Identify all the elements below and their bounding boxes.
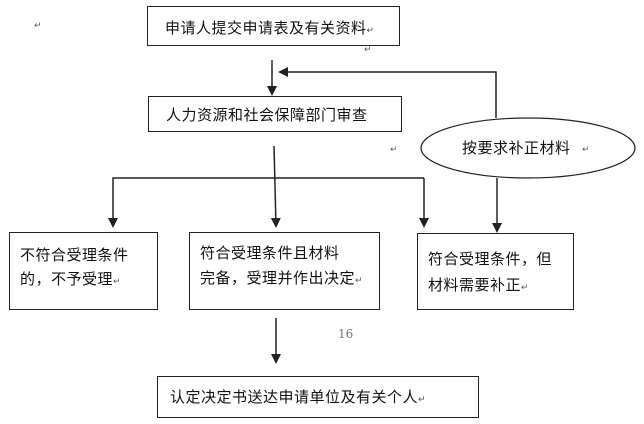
deliver-decision-label: 认定决定书送达申请单位及有关个人 [170, 388, 419, 406]
reject-label-line2: 的，不予受理 [20, 270, 114, 288]
review-node: 人力资源和社会保障部门审查 [148, 96, 402, 132]
review-label: 人力资源和社会保障部门审查 [166, 106, 368, 124]
paragraph-mark: ↵ [582, 145, 590, 155]
reject-node: 不符合受理条件 的，不予受理↵ [9, 232, 158, 310]
arrow-review-to-accept [270, 145, 281, 228]
paragraph-mark: ↵ [521, 283, 530, 293]
reject-label-line1: 不符合受理条件 [20, 246, 129, 264]
correction-label-line2: 材料需要补正 [428, 276, 522, 294]
accept-label-line2: 完备，受理并作出决定 [200, 269, 356, 287]
page-number: 16 [338, 327, 354, 341]
paragraph-mark: ↵ [390, 145, 398, 155]
arrow-branch-to-reject [108, 177, 424, 228]
supplement-label: 按要求补正材料 [462, 139, 571, 157]
deliver-decision-node: 认定决定书送达申请单位及有关个人↵ [157, 376, 479, 418]
submit-application-label: 申请人提交申请表及有关资料 [165, 19, 367, 37]
accept-label-line1: 符合受理条件且材料 [200, 244, 340, 262]
correction-needed-node: 符合受理条件，但 材料需要补正↵ [417, 233, 574, 310]
paragraph-mark: ↵ [113, 277, 122, 287]
paragraph-mark: ↵ [364, 45, 372, 55]
arrow-supplement-to-review [278, 67, 497, 118]
paragraph-mark: ↵ [366, 26, 375, 36]
paragraph-mark: ↵ [355, 276, 364, 286]
supplement-ellipse [420, 117, 636, 179]
paragraph-mark: ↵ [418, 395, 427, 405]
paragraph-mark: ↵ [34, 21, 42, 31]
submit-application-node: 申请人提交申请表及有关资料↵ [147, 6, 400, 46]
accept-node: 符合受理条件且材料 完备，受理并作出决定↵ [189, 232, 380, 310]
correction-label-line1: 符合受理条件，但 [428, 250, 553, 268]
